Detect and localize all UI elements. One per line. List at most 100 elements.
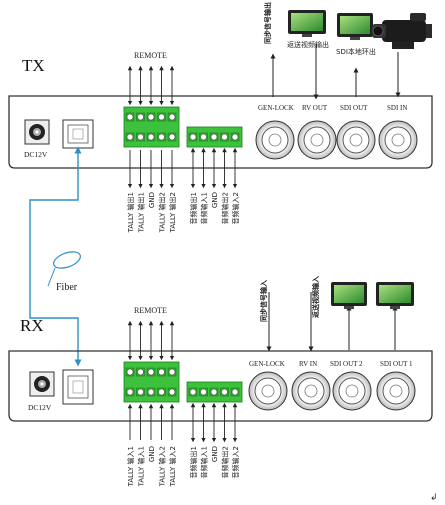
rx-tally-screw: [158, 368, 165, 376]
tx-genlock-port: [255, 120, 295, 160]
tx-tally-screw: [126, 133, 134, 141]
tx-sdi-in-port: [378, 120, 418, 160]
tx-audio-label: GND: [211, 192, 219, 208]
tx-tally-label: TALLY 输出2: [168, 192, 177, 233]
rx-tally-terminal: [123, 361, 180, 403]
tx-audio-label: 音频输入2: [231, 192, 240, 224]
rx-audio-screw: [210, 388, 218, 396]
tx-rvout-label: 返送视频输出: [287, 40, 329, 49]
rx-sdi-out1-port: [376, 371, 416, 411]
tx-audio-screw: [221, 133, 228, 141]
rx-tally-label: TALLY 输入1: [126, 446, 135, 487]
tx-audio-arrows: [190, 147, 238, 189]
rx-audio-label: 音频输出1: [189, 446, 198, 478]
return-mark: ↲: [430, 492, 438, 502]
tx-audio-screw: [210, 133, 218, 141]
tx-genlock-out-label: 同步信号输出: [263, 2, 272, 44]
tx-audio-label: 音频输出2: [221, 192, 230, 224]
tx-tally-label: GND: [148, 192, 156, 208]
rx-audio-screw: [221, 388, 228, 396]
rx-tally-screw: [126, 368, 134, 376]
rx-sdi-out2-port: [332, 371, 372, 411]
rx-audio-screw: [200, 388, 207, 396]
rx-tally-screw: [137, 388, 144, 396]
tx-tally-screw: [168, 113, 176, 121]
rx-tally-screw: [168, 388, 176, 396]
tx-audio-label: 音频输入1: [200, 192, 209, 224]
tx-sdi-loop-label: SDI本地环出: [336, 47, 376, 56]
rx-tally-screw: [147, 368, 155, 376]
fiber-label: Fiber: [56, 282, 78, 293]
rx-genlock-in-label: 同步信号输入: [259, 280, 268, 322]
rx-genlock-port: [248, 371, 288, 411]
rx-fiber-port: [62, 369, 94, 405]
tx-audio-label: 音频输出1: [189, 192, 198, 224]
tx-port-label-genlock: GEN-LOCK: [258, 104, 294, 112]
tx-return-monitor-icon: [288, 10, 326, 37]
rx-audio-label: 音频输入2: [231, 446, 240, 478]
tx-tally-terminal: [123, 106, 180, 148]
fiber-cable: [29, 146, 82, 367]
rx-rv-in-port: [291, 371, 331, 411]
rx-remote-arrows: [127, 320, 175, 361]
rx-port-label-sdiout2: SDI OUT 2: [330, 360, 363, 368]
rx-port-label-sdiout1: SDI OUT 1: [380, 360, 413, 368]
rx-tally-screw: [147, 388, 155, 396]
tx-remote-arrows: [127, 65, 175, 106]
rx-audio-screw: [189, 388, 197, 396]
tx-tally-screw: [126, 113, 134, 121]
tx-port-label-rvout: RV OUT: [302, 104, 328, 112]
tx-audio-screw: [200, 133, 207, 141]
tx-remote-label: REMOTE: [134, 51, 167, 60]
rx-audio-screw: [231, 388, 239, 396]
rx-tally-screw: [158, 388, 165, 396]
rx-monitor1-icon: [376, 282, 414, 309]
rx-tally-label: GND: [148, 446, 156, 462]
tx-tally-label: TALLY 输出1: [126, 192, 135, 233]
rx-tally-label: TALLY 输入2: [158, 446, 167, 487]
tx-tally-screw: [147, 113, 155, 121]
rx-power-label: DC12V: [28, 403, 52, 412]
tx-tally-screw: [147, 133, 155, 141]
rx-audio-arrows: [190, 402, 238, 443]
tx-audio-screw: [189, 133, 197, 141]
rx-remote-label: REMOTE: [134, 306, 167, 315]
tx-tally-label: TALLY 输出2: [158, 192, 167, 233]
fiber-tail: [47, 267, 56, 287]
tx-tally-screw: [137, 113, 144, 121]
rx-rvin-label: 返送视频输入: [311, 276, 320, 318]
tx-power-jack: [24, 119, 50, 145]
rx-tally-screw: [126, 388, 134, 396]
rx-audio-terminal: [186, 381, 243, 403]
rx-audio-label: 音频输出2: [221, 446, 230, 478]
rx-tally-arrows: [127, 403, 175, 440]
tx-panel: [8, 95, 433, 169]
rx-monitor2-icon: [331, 282, 367, 309]
rx-panel: [8, 350, 433, 422]
camera-icon: [372, 13, 432, 49]
tx-tally-screw: [158, 133, 165, 141]
rx-power-jack: [29, 371, 55, 397]
rx-audio-label: 音频输入1: [200, 446, 209, 478]
tx-sdi-out-port: [336, 120, 376, 160]
tx-tally-arrows: [127, 150, 175, 189]
tx-tally-label: TALLY 输出1: [137, 192, 146, 233]
rx-port-label-genlock: GEN-LOCK: [249, 360, 285, 368]
tx-port-label-sdiin: SDI IN: [387, 104, 407, 112]
tx-title: TX: [22, 56, 45, 75]
rx-audio-label: GND: [211, 446, 219, 462]
rx-tally-label: TALLY 输入1: [137, 446, 146, 487]
rx-tally-label: TALLY 输入2: [168, 446, 177, 487]
tx-tally-screw: [137, 133, 144, 141]
rx-tally-screw: [137, 368, 144, 376]
tx-fiber-port: [62, 119, 94, 149]
rx-bnc-ports: [248, 371, 416, 411]
tx-bnc-ports: [255, 120, 418, 160]
tx-power-label: DC12V: [24, 150, 48, 159]
tx-tally-screw: [168, 133, 176, 141]
rx-tally-screw: [168, 368, 176, 376]
rx-title: RX: [20, 316, 44, 335]
tx-rv-out-port: [297, 120, 337, 160]
tx-port-label-sdiout: SDI OUT: [340, 104, 368, 112]
